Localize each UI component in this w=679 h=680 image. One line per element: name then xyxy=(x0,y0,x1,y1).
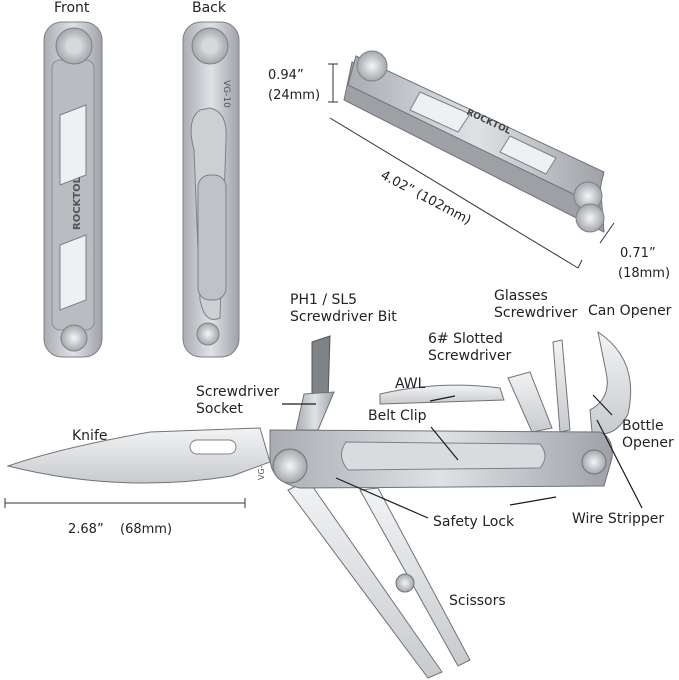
label-belt-clip: Belt Clip xyxy=(368,408,427,424)
folded-tool: ROCKTOL xyxy=(343,50,605,233)
height-inches: 0.94” xyxy=(268,68,304,83)
slotted-screwdriver-tool xyxy=(507,371,553,433)
can-opener-tool xyxy=(589,330,632,435)
label-scissors: Scissors xyxy=(449,593,506,609)
label-awl: AWL xyxy=(395,376,426,392)
width-mm: (18mm) xyxy=(618,266,671,281)
label-slotted-screwdriver: 6# Slotted Screwdriver xyxy=(428,331,512,364)
label-glasses-screwdriver: Glasses Screwdriver xyxy=(494,288,578,321)
awl-tool xyxy=(379,384,505,405)
label-knife: Knife xyxy=(72,428,108,444)
front-brand: ROCKTOL xyxy=(72,176,83,230)
label-screwdriver-bit: PH1 / SL5 Screwdriver Bit xyxy=(290,292,397,325)
glasses-screwdriver-tool xyxy=(552,339,571,433)
back-steel-mark: VG-10 xyxy=(221,80,231,108)
label-wire-stripper: Wire Stripper xyxy=(572,511,665,527)
knife-blade xyxy=(6,427,271,484)
height-mm: (24mm) xyxy=(268,88,321,103)
leader-lines xyxy=(282,394,643,519)
view-title-front: Front xyxy=(54,0,90,16)
scissors-tool xyxy=(287,479,471,679)
blade-length-inches: 2.68” xyxy=(68,522,104,537)
width-inches: 0.71” xyxy=(620,246,656,261)
screwdriver-bit xyxy=(295,335,335,431)
label-safety-lock: Safety Lock xyxy=(433,514,515,530)
label-screwdriver-socket: Screwdriver Socket xyxy=(196,384,280,417)
open-tool-handle: VG-10 xyxy=(257,429,613,489)
dimension-lines xyxy=(4,63,615,508)
blade-length-mm: (68mm) xyxy=(120,522,173,537)
back-view-tool: VG-10 xyxy=(182,21,240,358)
label-can-opener: Can Opener xyxy=(588,303,672,319)
label-bottle-opener: Bottle Opener xyxy=(622,418,674,451)
handle-steel-mark: VG-10 xyxy=(257,455,266,480)
view-title-back: Back xyxy=(192,0,226,16)
front-view-tool: ROCKTOL xyxy=(43,21,103,358)
